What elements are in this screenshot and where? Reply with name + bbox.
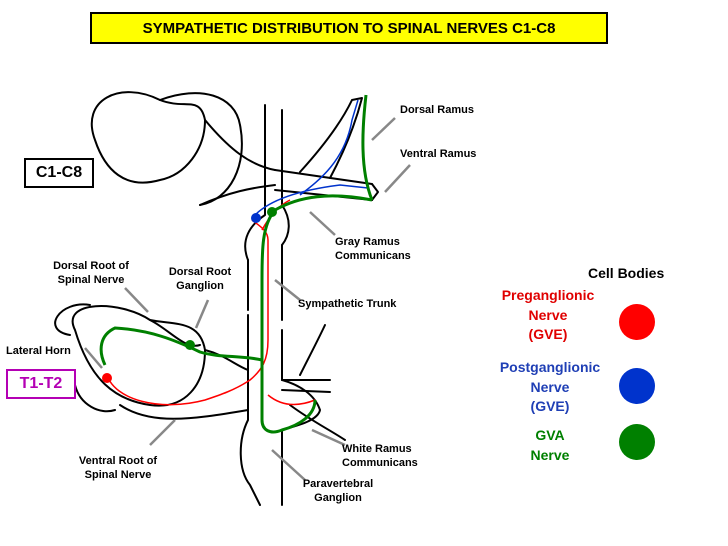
lower-dorsal-root-ganglion [149, 319, 201, 347]
label-dorsal-root-spinal-nerve: Dorsal Root of Spinal Nerve [53, 260, 129, 286]
upper-spinal-cord [90, 91, 206, 184]
sympathetic-trunk-lower [247, 244, 283, 321]
arrow-dorsal-root [124, 287, 149, 313]
green-cell-body-upper [267, 207, 277, 217]
legend-postganglionic: Postganglionic Nerve (GVE) [499, 359, 601, 415]
sympathetic-trunk-upper [244, 104, 266, 261]
legend-red-dot [619, 304, 655, 340]
legend-gva: GVA Nerve [530, 427, 570, 463]
arrow-gray-ramus [309, 211, 336, 236]
arrow-paravertebral [271, 449, 306, 481]
gva-path-lower [99, 326, 263, 366]
green-cell-body-lower [185, 340, 195, 350]
legend-green-dot [619, 424, 655, 460]
upper-cord-outline [159, 92, 243, 206]
label-sympathetic-trunk: Sympathetic Trunk [298, 298, 397, 310]
label-dorsal-ramus: Dorsal Ramus [400, 104, 474, 116]
arrow-ventral-root [149, 419, 176, 446]
lower-spinal-nerve [281, 379, 331, 393]
arrow-lateral-horn [84, 347, 103, 369]
upper-ventral-root [199, 184, 276, 206]
level-t1-t2-box: T1-T2 [6, 369, 76, 399]
lower-cord-outline [54, 303, 116, 413]
gva-path-dorsal [361, 94, 374, 201]
legend-heading: Cell Bodies [588, 265, 665, 281]
label-dorsal-root-ganglion: Dorsal Root Ganglion [168, 266, 232, 292]
gva-path-upper [260, 194, 373, 434]
red-cell-body [102, 373, 112, 383]
postganglionic-path [254, 99, 369, 216]
blue-cell-body [251, 213, 261, 223]
label-ventral-ramus: Ventral Ramus [400, 148, 477, 160]
diagram-title: SYMPATHETIC DISTRIBUTION TO SPINAL NERVE… [90, 12, 608, 44]
preganglionic-path-lower [106, 219, 269, 406]
arrow-dorsal-root-ganglion [194, 299, 210, 329]
arrow-ventral-ramus [384, 164, 411, 193]
arrow-white-ramus [311, 428, 346, 447]
legend-blue-dot [619, 368, 655, 404]
label-white-ramus: White Ramus Communicans [342, 443, 418, 469]
level-c1-c8-box: C1-C8 [24, 158, 94, 188]
dorsal-ramus [299, 97, 363, 179]
label-paravertebral-ganglion: Paravertebral Ganglion [302, 478, 374, 504]
label-lateral-horn: Lateral Horn [6, 345, 71, 357]
arrow-dorsal-ramus [371, 117, 396, 141]
legend-preganglionic: Preganglionic Nerve (GVE) [501, 287, 595, 343]
label-gray-ramus: Gray Ramus Communicans [335, 236, 411, 262]
label-ventral-root-spinal-nerve: Ventral Root of Spinal Nerve [78, 455, 158, 481]
arrow-sympathetic-trunk [274, 279, 301, 301]
